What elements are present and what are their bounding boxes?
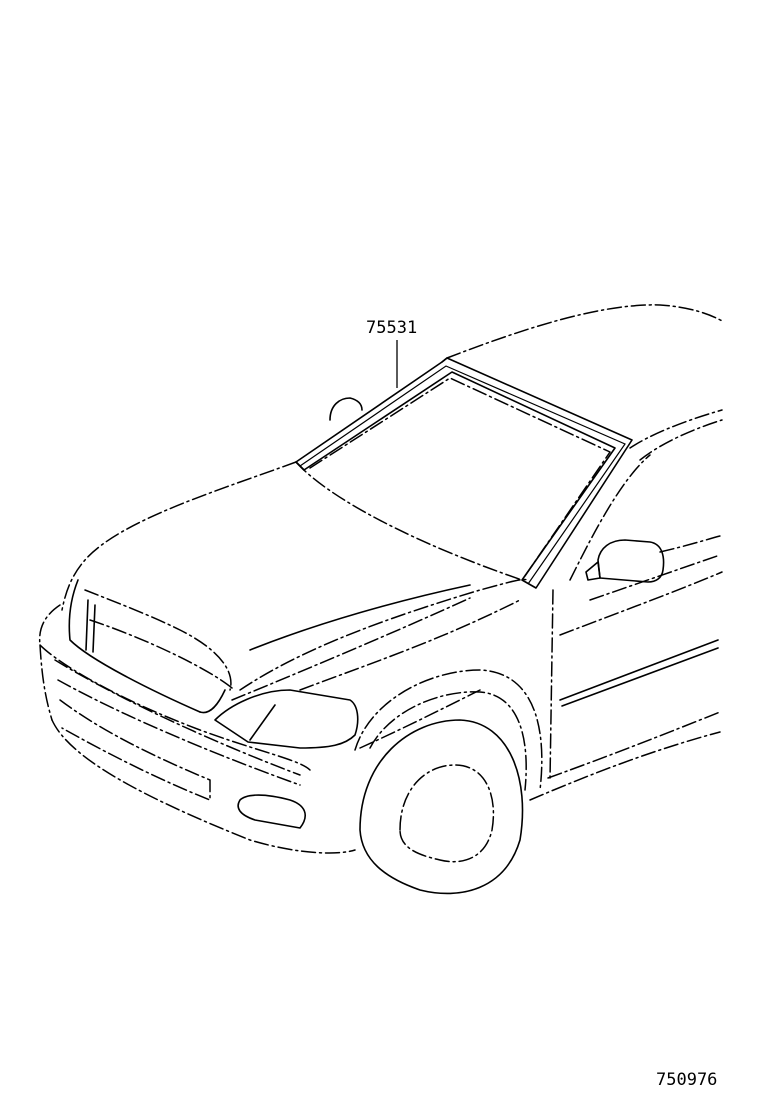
part-number-label: 75531 [366,318,417,338]
windshield-molding [295,357,633,589]
car-body-outline [38,304,725,895]
illustration-number: 750976 [656,1070,717,1090]
